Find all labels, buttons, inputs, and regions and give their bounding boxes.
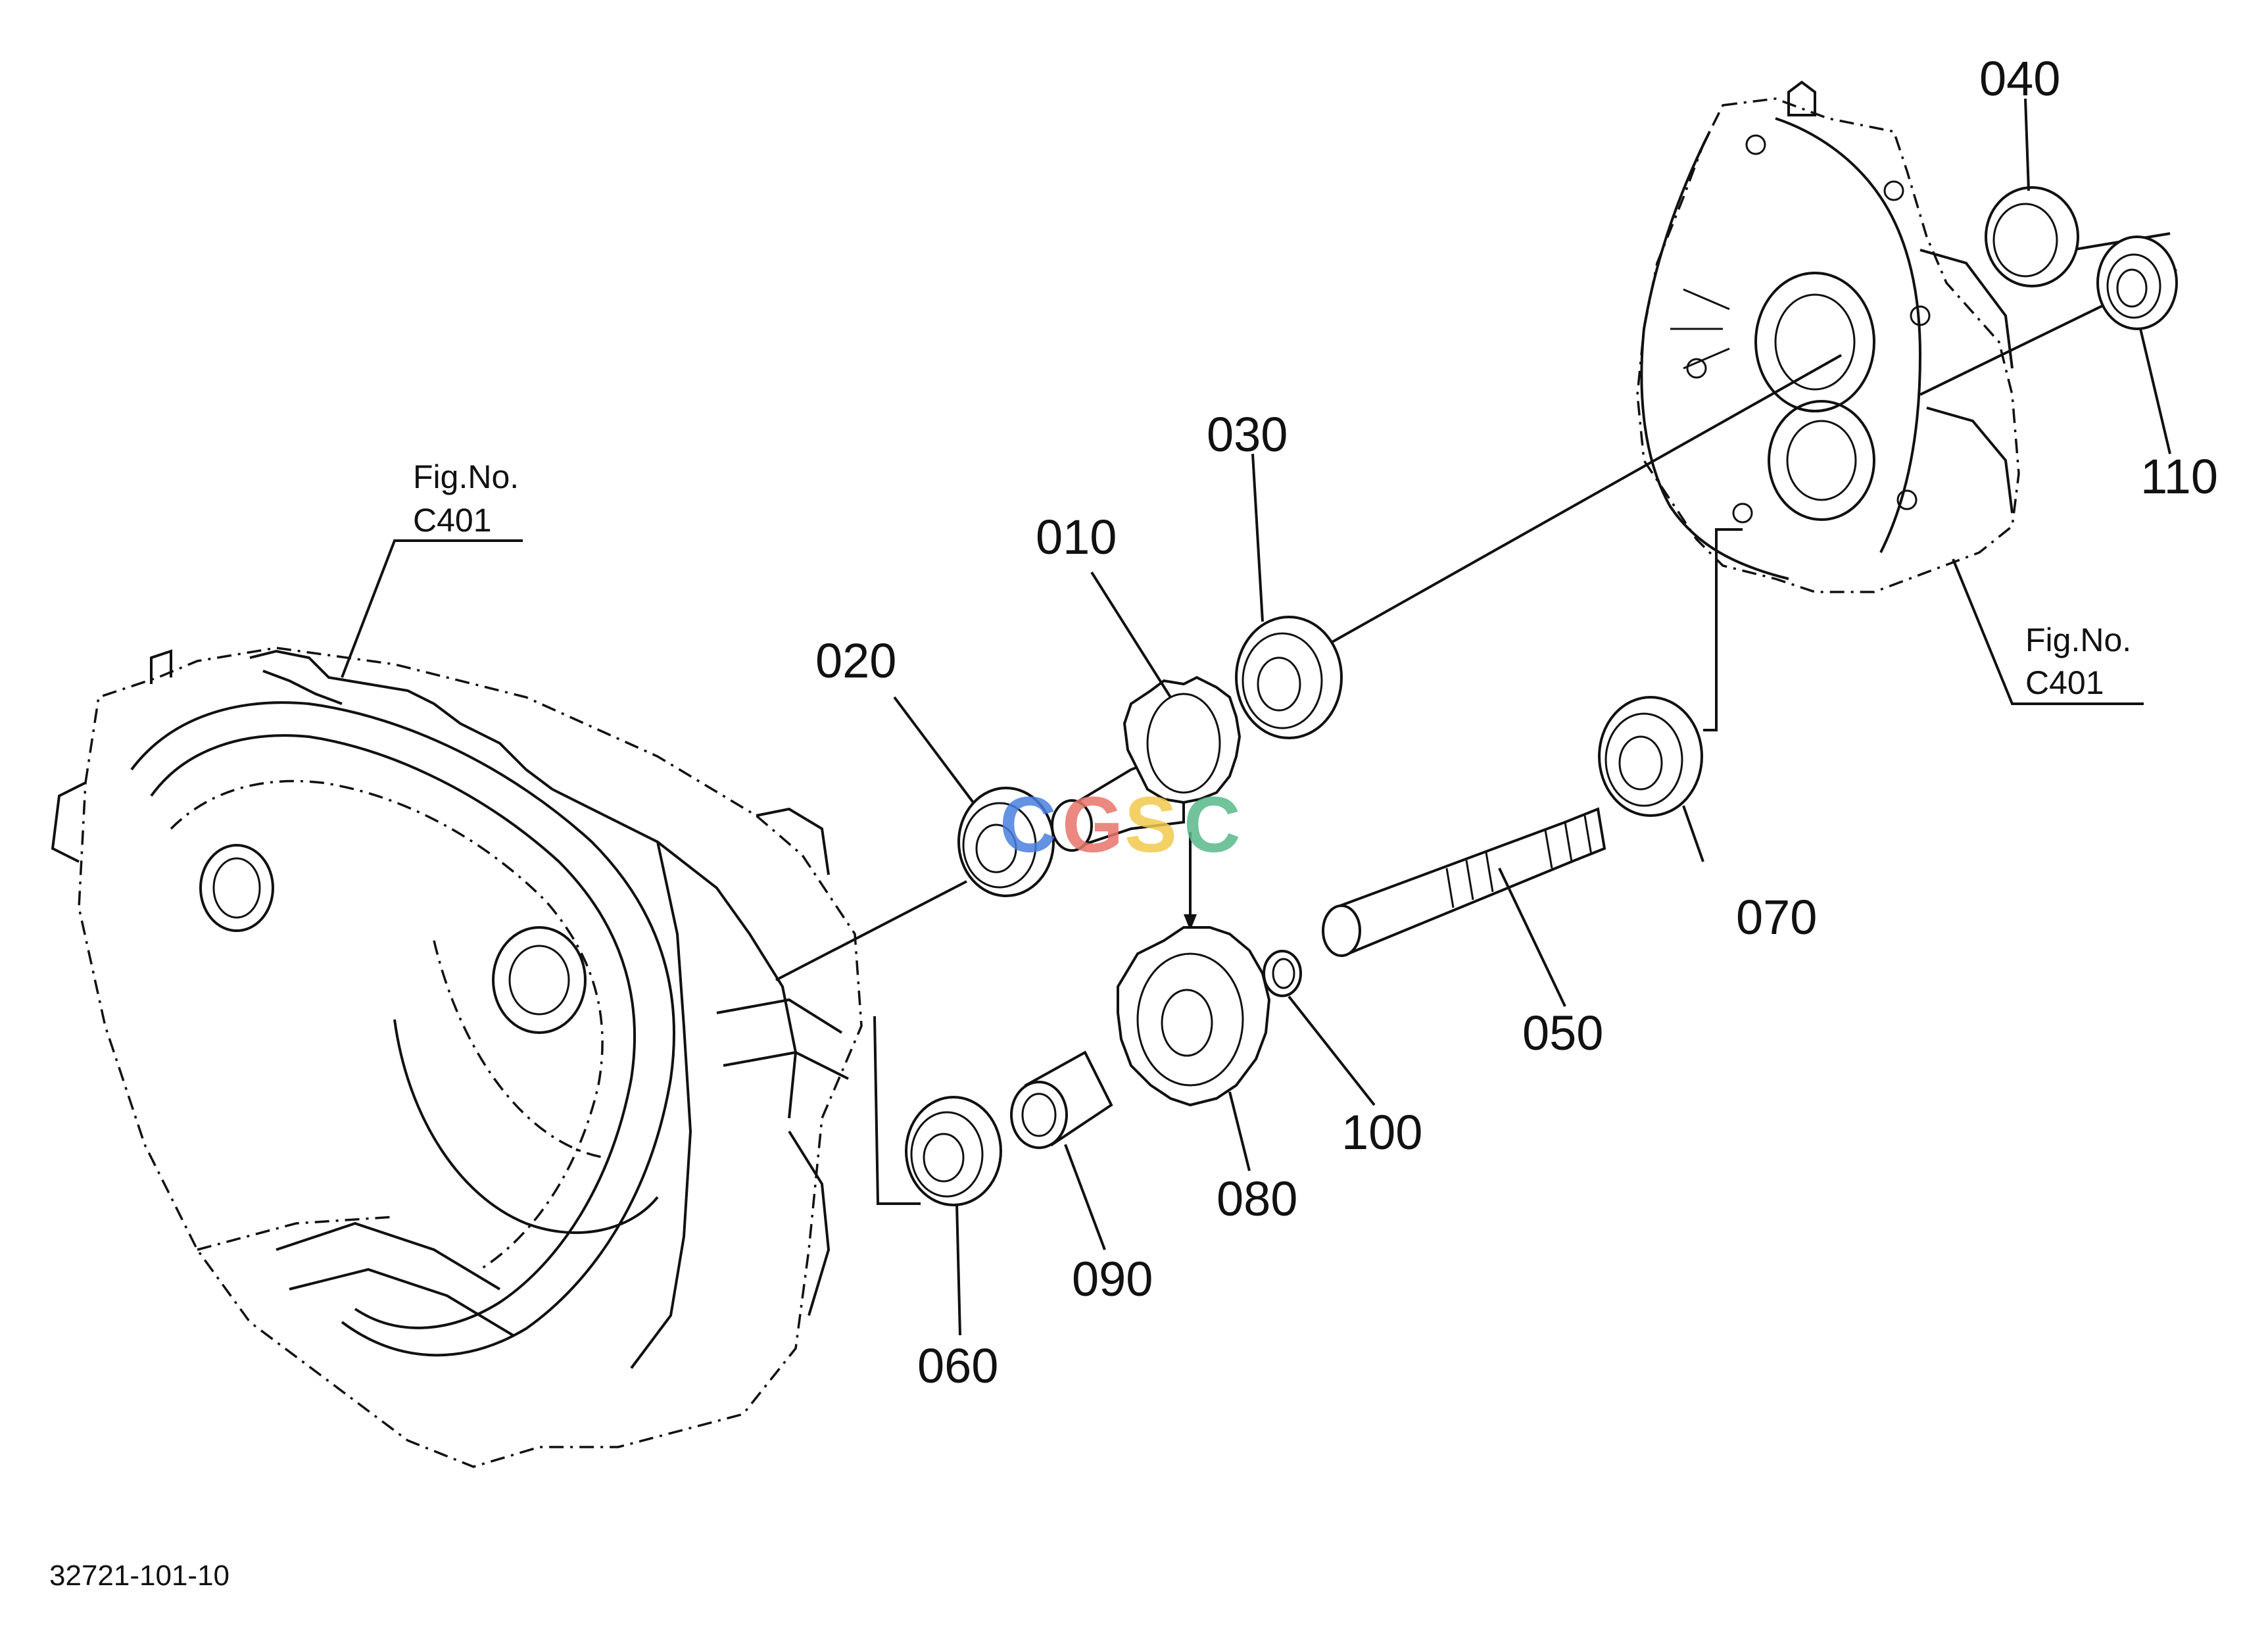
left-housing	[51, 647, 863, 1468]
axis-lines	[775, 232, 2177, 1205]
gear-080	[1117, 926, 1271, 1107]
right-housing	[1636, 80, 2020, 593]
watermark-letter-c2: C	[1184, 781, 1241, 869]
watermark-letter-g: G	[1062, 781, 1123, 869]
bearing-030	[1235, 616, 1343, 739]
bearing-060	[905, 1096, 1002, 1206]
callout-020: 020	[815, 633, 896, 688]
fig-ref-right-line1: Fig.No.	[2025, 622, 2131, 658]
callout-070: 070	[1736, 890, 1817, 945]
fig-ref-right-line2: C401	[2025, 664, 2104, 701]
drawing-number: 32721-101-10	[49, 1560, 229, 1592]
watermark-letter-s: S	[1124, 781, 1177, 869]
fig-ref-left-line2: C401	[413, 502, 492, 539]
callout-030: 030	[1207, 407, 1288, 462]
gear-shaft-010	[1051, 676, 1242, 852]
callout-labels: 010 020 030 040 050 060 070 080 090 100 …	[815, 51, 2218, 1393]
callout-060: 060	[917, 1339, 998, 1393]
watermark-letter-c1: C	[1000, 781, 1057, 869]
callout-010: 010	[1036, 510, 1117, 564]
seal-110	[2096, 235, 2178, 330]
callout-110: 110	[2140, 449, 2218, 504]
callout-leaders	[341, 98, 2171, 1336]
bearing-070	[1598, 696, 1703, 817]
callout-050: 050	[1522, 1006, 1603, 1060]
fig-ref-right: Fig.No. C401	[2025, 622, 2131, 701]
callout-080: 080	[1217, 1171, 1297, 1226]
callout-090: 090	[1072, 1252, 1153, 1306]
snap-ring-100	[1263, 950, 1302, 997]
callout-100: 100	[1341, 1105, 1422, 1160]
shaft-050	[1322, 807, 1606, 957]
watermark: C G S C	[1000, 781, 1241, 869]
callout-040: 040	[1979, 51, 2060, 106]
collar-090	[1010, 1050, 1113, 1149]
fig-ref-left-line1: Fig.No.	[413, 458, 519, 495]
seal-040	[1985, 186, 2079, 287]
bearing-020	[957, 787, 1055, 897]
fig-ref-left: Fig.No. C401	[413, 458, 519, 539]
